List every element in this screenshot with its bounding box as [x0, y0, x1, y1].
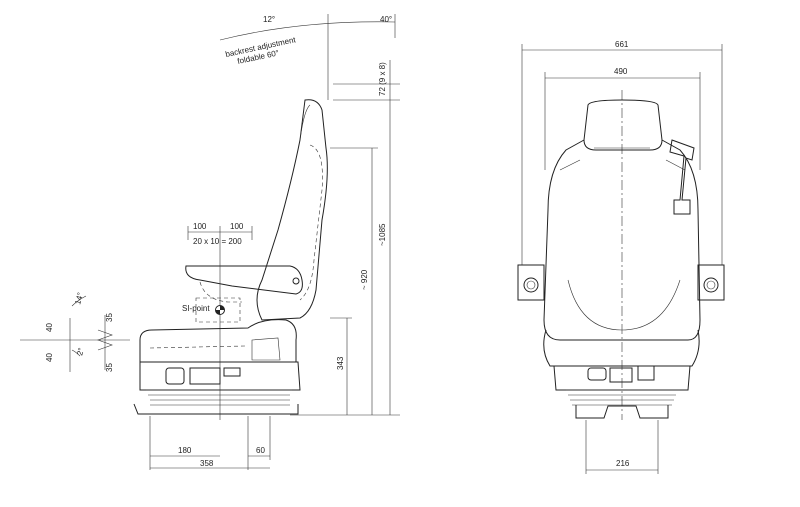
depth-60-label: 60: [256, 446, 265, 455]
cushion-travel-up-label: 35: [105, 313, 114, 322]
base-width-label: 216: [616, 459, 630, 468]
seat-belt: [669, 139, 695, 215]
recline-forward-angle-label: 40°: [380, 15, 392, 24]
backrest-width-label: 490: [614, 67, 628, 76]
recline-back-angle-label: 12°: [263, 15, 275, 24]
backrest-front: [543, 139, 701, 341]
side-view: 12° 40° backrest adjustment foldable 60°…: [20, 14, 400, 470]
seat-cushion: [139, 319, 297, 363]
right-mount-bracket: [697, 264, 725, 301]
si-point-label: SI-point: [182, 304, 210, 313]
tilt-travel-down-label: 40: [45, 353, 54, 362]
tilt-down-angle-label: 2°: [75, 347, 86, 357]
height-adjust-label: 72 (9 x 8): [378, 62, 387, 96]
base-height-label: 343: [336, 356, 345, 370]
seat-to-top-height-label: ~ 920: [360, 269, 369, 290]
arm-adjust-left-label: 100: [193, 222, 207, 231]
arm-adjust-steps-label: 20 x 10 = 200: [193, 237, 242, 246]
backrest-outline: [256, 99, 328, 321]
cushion-travel-down-label: 35: [105, 363, 114, 372]
armrest: [185, 265, 303, 295]
seat-base: [139, 361, 301, 391]
front-view: 661 490 216: [517, 40, 725, 474]
tilt-travel-up-label: 40: [45, 323, 54, 332]
headrest: [583, 99, 663, 151]
depth-180-label: 180: [178, 446, 192, 455]
arm-adjust-right-label: 100: [230, 222, 244, 231]
depth-358-label: 358: [200, 459, 214, 468]
overall-height-label: ~1085: [378, 223, 387, 246]
tilt-up-angle-label: 14°: [73, 291, 85, 305]
left-mount-bracket: [517, 264, 545, 301]
seat-cushion-front: [543, 329, 700, 367]
overall-width-label: 661: [615, 40, 629, 49]
recline-arc: [219, 21, 396, 41]
